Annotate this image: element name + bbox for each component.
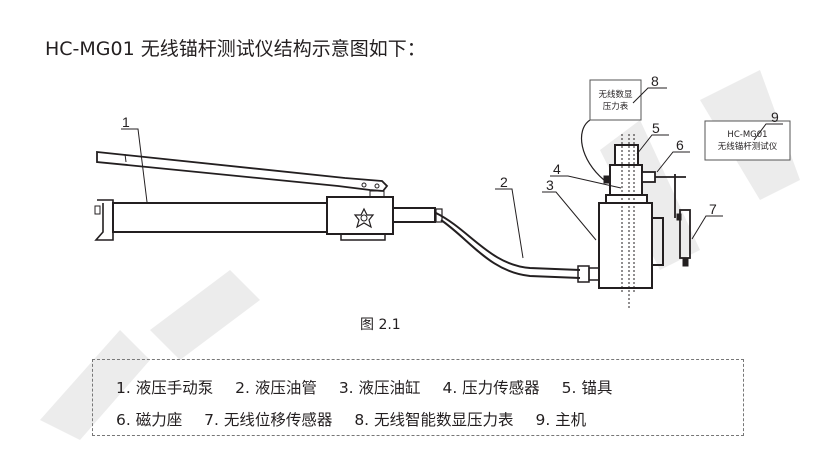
pressure-sensor <box>609 164 643 196</box>
legend-item: 9. 主机 <box>535 411 587 429</box>
legend-item: 4. 压力传感器 <box>442 379 540 397</box>
box8-line2: 压力表 <box>603 101 629 112</box>
callout-4: 4 <box>553 161 561 177</box>
callout-8: 8 <box>651 73 659 89</box>
callout-6: 6 <box>676 137 684 153</box>
callout-2: 2 <box>500 174 508 190</box>
callout-numbers: 1 2 3 4 5 6 7 8 9 <box>122 73 779 217</box>
hydraulic-cylinder <box>598 134 664 308</box>
hydraulic-pump <box>94 151 436 241</box>
legend-item: 2. 液压油管 <box>235 379 317 397</box>
callout-7: 7 <box>709 201 717 217</box>
legend-row-1: 1. 液压手动泵 2. 液压油管 3. 液压油缸 4. 压力传感器 5. 锚具 <box>116 376 629 398</box>
callout-1: 1 <box>122 114 130 130</box>
box9-line2: 无线锚杆测试仪 <box>718 141 778 152</box>
legend-item: 8. 无线智能数显压力表 <box>354 411 514 429</box>
magnetic-base <box>641 171 691 267</box>
callout-leaders <box>121 87 783 259</box>
host-box <box>704 120 791 161</box>
oil-hose <box>435 208 600 283</box>
legend-row-2: 6. 磁力座 7. 无线位移传感器 8. 无线智能数显压力表 9. 主机 <box>116 408 603 430</box>
legend-item: 7. 无线位移传感器 <box>204 411 333 429</box>
callout-9: 9 <box>771 109 779 125</box>
legend-item: 5. 锚具 <box>561 379 613 397</box>
box8-line1: 无线数显 <box>598 89 633 100</box>
figure-caption: 图 2.1 <box>360 317 401 333</box>
legend-item: 3. 液压油缸 <box>338 379 421 397</box>
parts-legend: 1. 液压手动泵 2. 液压油管 3. 液压油缸 4. 压力传感器 5. 锚具 … <box>92 359 744 436</box>
legend-item: 1. 液压手动泵 <box>116 379 214 397</box>
page-title: HC-MG01 无线锚杆测试仪结构示意图如下： <box>45 38 426 60</box>
anchor-clamp <box>614 144 639 166</box>
callout-3: 3 <box>546 177 554 193</box>
wireless-gauge-box <box>589 79 642 121</box>
callout-5: 5 <box>652 120 660 136</box>
legend-item: 6. 磁力座 <box>116 411 183 429</box>
box9-line1: HC-MG01 <box>727 130 767 140</box>
